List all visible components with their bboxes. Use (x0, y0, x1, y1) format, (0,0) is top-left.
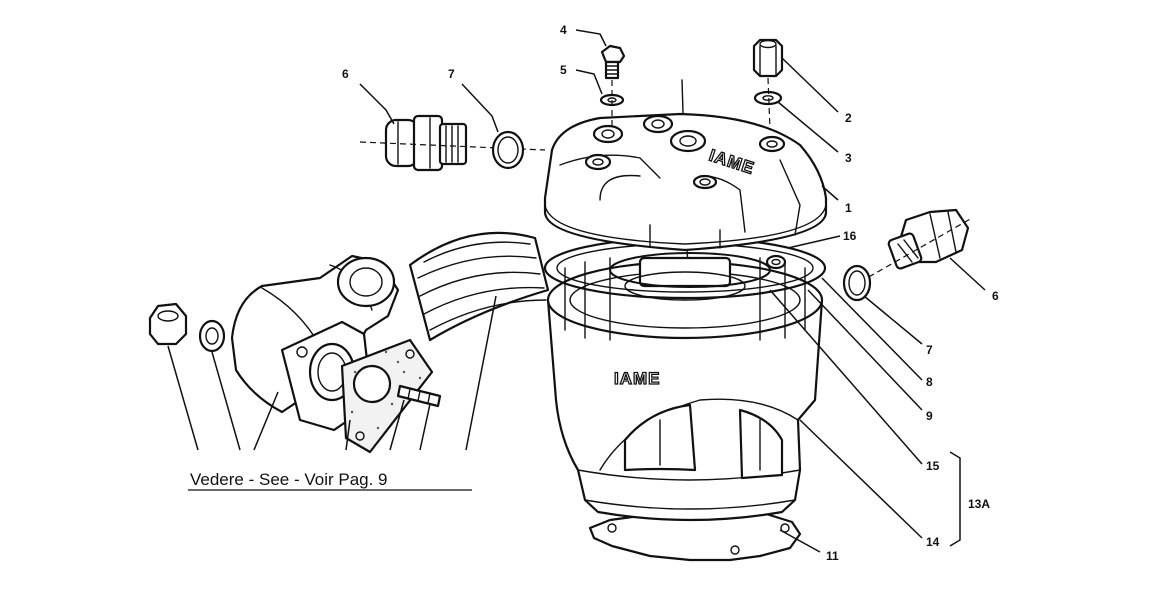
callout-5: 5 (560, 63, 567, 77)
washer-part-3 (753, 90, 783, 106)
callout-11: 11 (826, 549, 839, 563)
main-leader-lines (359, 29, 986, 553)
nut-part-2 (752, 38, 784, 78)
cylinder-part-14 (546, 256, 824, 522)
callout-16: 16 (843, 229, 857, 243)
adapter-part-6-right (887, 208, 970, 270)
callout-7-left: 7 (448, 67, 455, 81)
callout-4: 4 (560, 23, 567, 37)
callout-1: 1 (845, 201, 852, 215)
o-ring-part-8 (609, 252, 771, 288)
callout-2: 2 (845, 111, 852, 125)
nut-axis-line (767, 77, 771, 131)
cylinder-brand-mark: IAME (614, 369, 661, 388)
callout-labels: 4 5 6 7 2 3 1 16 6 7 8 9 15 14 11 13A (342, 23, 999, 563)
callout-8: 8 (926, 375, 933, 389)
callout-14: 14 (926, 535, 940, 549)
callout-6-right: 6 (992, 289, 999, 303)
callout-3: 3 (845, 151, 852, 165)
callout-9: 9 (926, 409, 933, 423)
cylinder-head-part-1 (543, 112, 828, 252)
callout-15: 15 (926, 459, 940, 473)
ring-part-7-left (491, 130, 525, 170)
intake-leader-lines (167, 295, 497, 451)
reference-note: Vedere - See - Voir Pag. 9 (190, 470, 388, 489)
group-label-13a: 13A (968, 497, 990, 511)
right-adapter-axis-line (859, 217, 973, 283)
screw-part-4 (600, 44, 626, 80)
callout-7-right: 7 (926, 343, 933, 357)
ring-part-7-right (842, 264, 872, 302)
callout-6-left: 6 (342, 67, 349, 81)
adapter-part-6-left (384, 114, 468, 172)
intake-assembly (148, 231, 550, 454)
small-seal-part-16 (765, 254, 787, 270)
